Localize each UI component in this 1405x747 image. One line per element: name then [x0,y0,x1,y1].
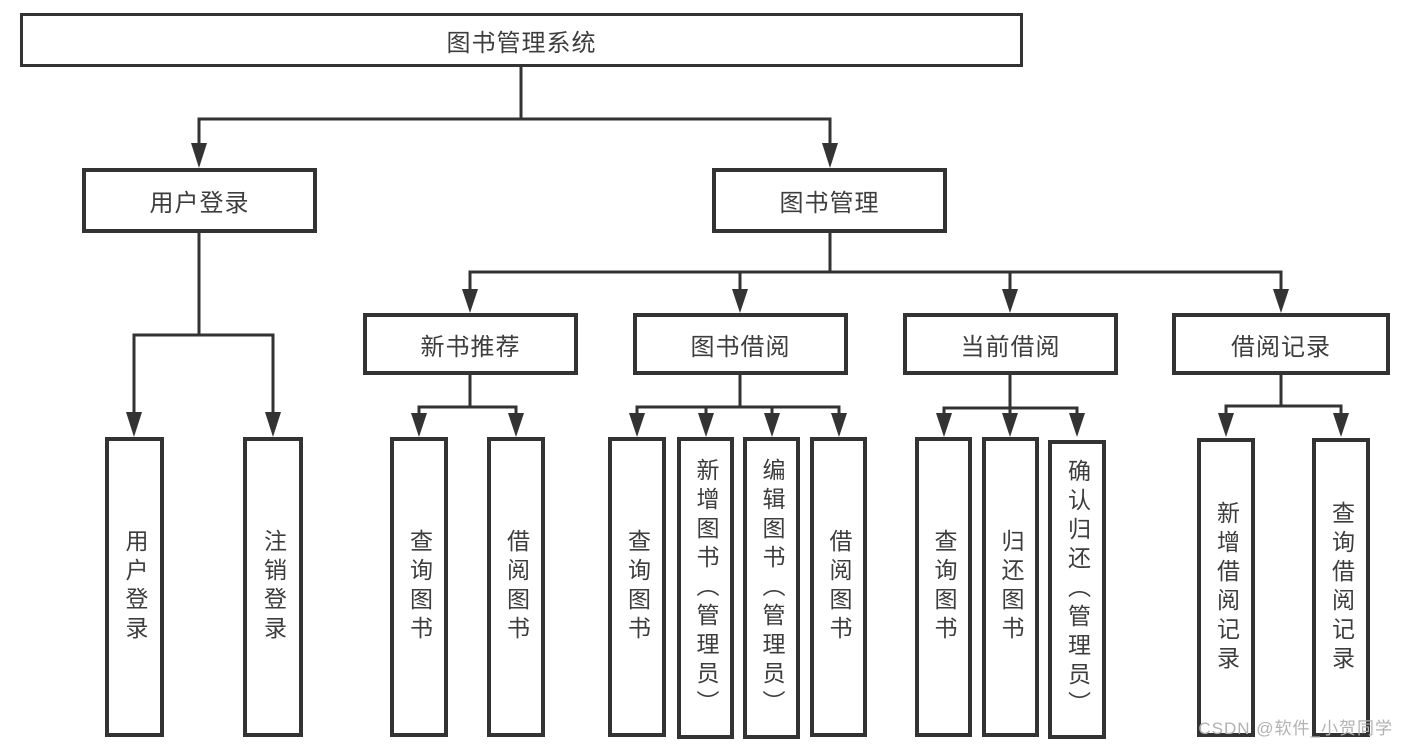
node-new-book-recommend-label: 新书推荐 [420,333,521,361]
node-bb-add-books-admin: 新增图书（管理员） [677,437,734,739]
node-nb-borrow-books: 借阅图书 [487,437,545,737]
node-cb-return-books-label: 归还图书 [998,529,1024,645]
node-br-query-record-label: 查询借阅记录 [1328,500,1355,675]
node-br-query-record: 查询借阅记录 [1312,438,1370,737]
node-library-system: 图书管理系统 [20,13,1023,67]
node-borrow-records-label: 借阅记录 [1231,333,1331,361]
node-current-borrow-label: 当前借阅 [960,333,1061,361]
node-cb-return-books: 归还图书 [982,437,1039,737]
node-cb-confirm-return-admin: 确认归还（管理员） [1048,440,1106,739]
node-nb-borrow-books-label: 借阅图书 [503,529,530,645]
node-cb-query-books-label: 查询图书 [931,529,957,645]
node-new-book-recommend: 新书推荐 [363,313,578,375]
node-bb-edit-books-admin-label: 编辑图书（管理员） [759,457,785,719]
node-cb-query-books: 查询图书 [915,437,972,737]
node-book-borrow-label: 图书借阅 [690,333,791,361]
node-user-login-action: 用户登录 [105,437,164,737]
node-cb-confirm-return-admin-label: 确认归还（管理员） [1064,459,1091,720]
node-bb-query-books-label: 查询图书 [624,529,651,645]
node-current-borrow: 当前借阅 [903,313,1118,375]
node-book-management: 图书管理 [712,168,947,233]
node-bb-edit-books-admin: 编辑图书（管理员） [743,437,800,739]
node-nb-query-books-label: 查询图书 [406,529,433,645]
node-logout-action-label: 注销登录 [260,529,287,645]
node-nb-query-books: 查询图书 [390,437,448,737]
node-br-add-record-label: 新增借阅记录 [1213,500,1240,675]
node-bb-borrow-books-label: 借阅图书 [826,529,852,645]
node-book-management-label: 图书管理 [779,190,880,217]
node-logout-action: 注销登录 [243,437,303,737]
node-user-login-action-label: 用户登录 [122,529,148,645]
node-bb-borrow-books: 借阅图书 [810,437,867,737]
node-bb-query-books: 查询图书 [608,437,666,737]
watermark-csdn: CSDN @软件_小贺同学 [1198,719,1393,738]
node-bb-add-books-admin-label: 新增图书（管理员） [693,457,719,719]
node-book-borrow: 图书借阅 [633,313,848,375]
node-br-add-record: 新增借阅记录 [1197,438,1255,737]
node-borrow-records: 借阅记录 [1172,313,1390,375]
node-library-system-label: 图书管理系统 [446,29,597,57]
node-user-login: 用户登录 [82,168,317,233]
node-user-login-label: 用户登录 [149,190,250,217]
